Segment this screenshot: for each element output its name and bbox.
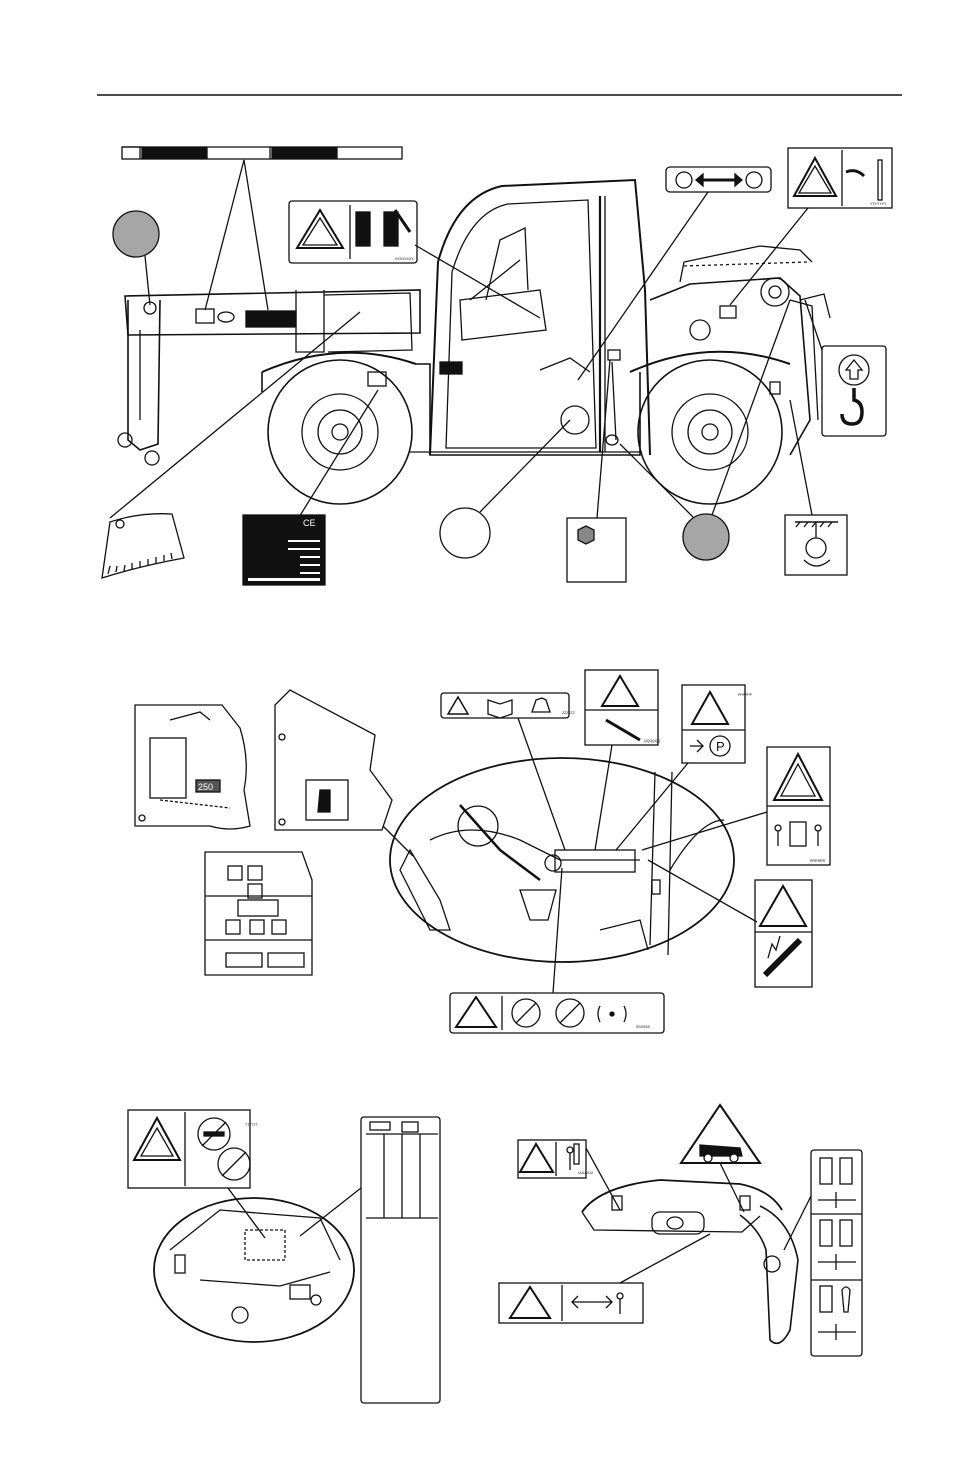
load-chart-decal <box>275 690 392 830</box>
electrocution-decal <box>755 880 812 987</box>
manual-decal: ZZZZZZ <box>441 693 576 718</box>
decal-code-crush: YYYYYYY <box>870 202 887 206</box>
decal-code-cab-zone: RRRRRR <box>810 859 826 863</box>
control-panel-decal <box>205 852 312 975</box>
triangle-tip-warning <box>681 1105 760 1163</box>
inclinometer-decal <box>102 514 184 578</box>
rear-warning-decal: UUUUUU <box>518 1140 594 1178</box>
boom-stripe-decal <box>122 147 402 159</box>
cab-interior-view <box>390 758 734 962</box>
callout-circle-1 <box>113 211 159 257</box>
fuse-chart-decal <box>361 1117 440 1403</box>
decal-code-cab-park: PPPPPP <box>738 693 753 697</box>
joystick-functions-decal <box>811 1150 862 1356</box>
pinch-warning-decal: YYYYYYY <box>788 148 892 208</box>
decal-code-rear-warn: UUUUUU <box>578 1171 594 1175</box>
machine-side-view <box>118 180 830 504</box>
rear-zone-decal <box>499 1283 643 1323</box>
crush-warning-decal: XXXXXXXX <box>289 201 417 263</box>
park-brake-decal: P PPPPPP <box>682 685 753 763</box>
decal-code-cab-tip: QQQQQQ <box>644 739 661 743</box>
ce-mark-icon: CE <box>303 518 316 528</box>
stop-hand-icon <box>318 790 330 812</box>
decal-code-cab-bottom: SSSSSS <box>636 1025 651 1029</box>
decal-code-battery: TTTTTT <box>245 1123 259 1127</box>
callout-circle-3 <box>683 514 729 560</box>
service-chart-decal: 250 <box>135 705 250 829</box>
capacity-text: 250 <box>198 782 213 792</box>
svg-text:P: P <box>716 739 725 754</box>
callout-circle-2 <box>440 508 490 558</box>
battery-bay-view <box>154 1198 354 1342</box>
ce-plate-decal: CE <box>243 515 325 585</box>
battery-warning-decal: TTTTTT <box>128 1110 259 1188</box>
exclusion-zone-decal: RRRRRR <box>767 747 830 865</box>
cab-bottom-warning-decal: SSSSSS <box>450 993 664 1033</box>
decal-code-top-warning: XXXXXXXX <box>395 257 414 261</box>
lift-hook-decal <box>822 346 886 436</box>
tie-down-decal <box>785 515 847 575</box>
mirror-decal <box>666 167 771 192</box>
tip-over-decal: QQQQQQ <box>585 670 661 745</box>
hex-decal <box>567 518 626 582</box>
decal-code-cab-manual: ZZZZZZ <box>562 711 576 715</box>
